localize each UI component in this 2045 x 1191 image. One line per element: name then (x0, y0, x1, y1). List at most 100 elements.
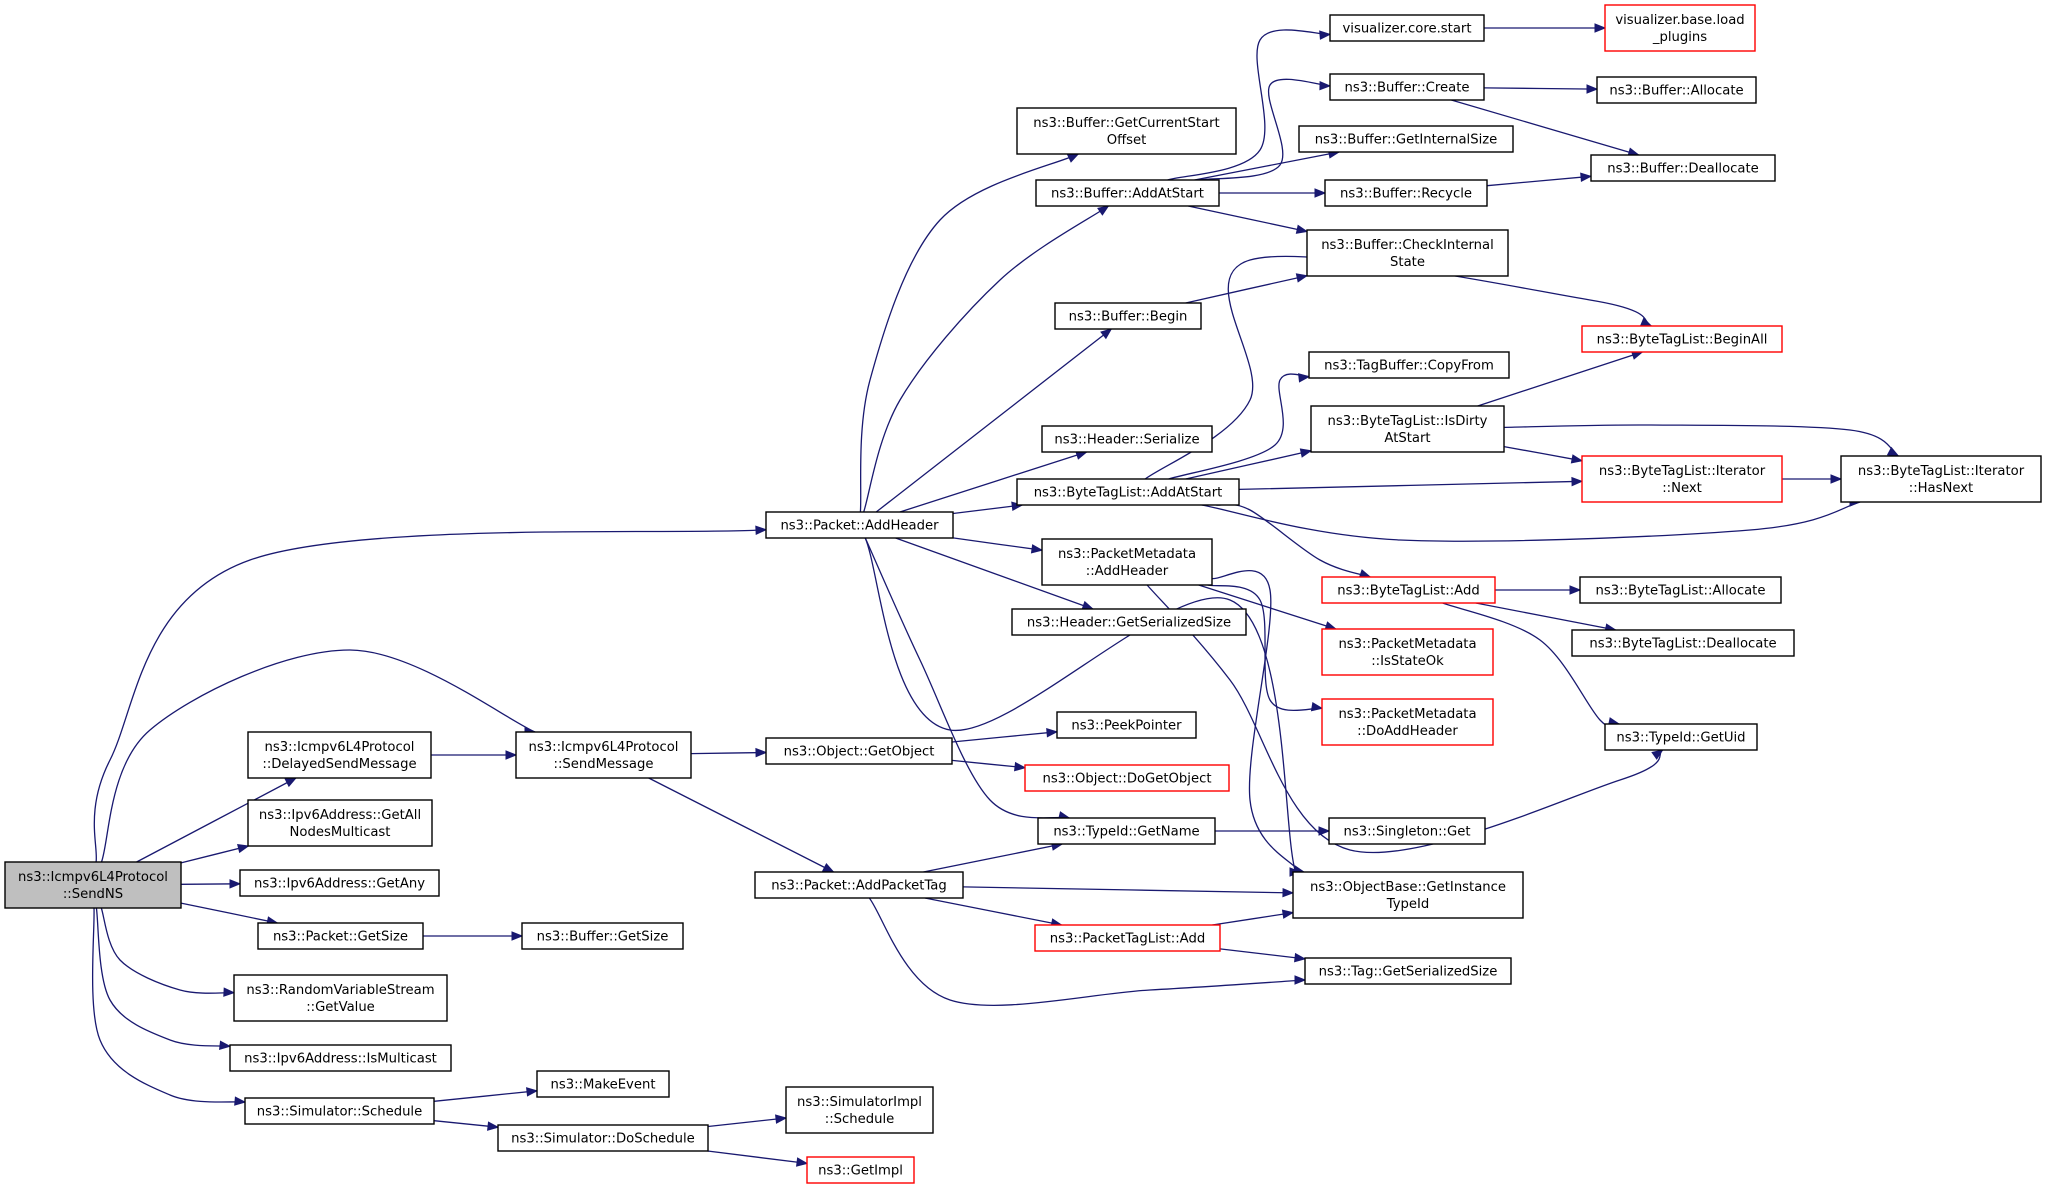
node-box[interactable] (785, 1086, 934, 1134)
node-box[interactable] (1604, 4, 1756, 52)
node-bufgetinternalsize[interactable]: ns3::Buffer::GetInternalSize (1298, 125, 1514, 153)
node-getobject[interactable]: ns3::Object::GetObject (765, 737, 953, 765)
node-bufaddatstart[interactable]: ns3::Buffer::AddAtStart (1035, 179, 1220, 207)
node-box[interactable] (1604, 723, 1758, 751)
node-box[interactable] (239, 869, 440, 897)
node-box[interactable] (515, 731, 692, 779)
node-box[interactable] (1056, 711, 1197, 739)
node-box[interactable] (233, 974, 448, 1022)
node-peekpointer[interactable]: ns3::PeekPointer (1056, 711, 1197, 739)
node-getany[interactable]: ns3::Ipv6Address::GetAny (239, 869, 440, 897)
node-box[interactable] (536, 1070, 670, 1098)
node-box[interactable] (257, 922, 424, 950)
node-simimplschedule[interactable]: ns3::SimulatorImpl::Schedule (785, 1086, 934, 1134)
node-box[interactable] (1328, 817, 1486, 845)
node-bufgetsize[interactable]: ns3::Buffer::GetSize (521, 922, 684, 950)
node-box[interactable] (1590, 154, 1776, 182)
node-simschedule[interactable]: ns3::Simulator::Schedule (244, 1097, 435, 1125)
node-box[interactable] (754, 871, 964, 899)
node-box[interactable] (1024, 764, 1230, 792)
node-box[interactable] (1324, 179, 1488, 207)
node-box[interactable] (1321, 576, 1496, 604)
node-vizcorestart[interactable]: visualizer.core.start (1329, 14, 1485, 42)
node-vizloadplugins[interactable]: visualizer.base.load_plugins (1604, 4, 1756, 52)
node-packettaglistadd[interactable]: ns3::PacketTagList::Add (1034, 924, 1221, 952)
node-box[interactable] (1329, 73, 1485, 101)
node-box[interactable] (1329, 14, 1485, 42)
node-box[interactable] (247, 731, 432, 779)
node-sendns[interactable]: ns3::Icmpv6L4Protocol::SendNS (4, 861, 182, 909)
node-bufallocate[interactable]: ns3::Buffer::Allocate (1596, 76, 1757, 104)
node-box[interactable] (1041, 425, 1213, 453)
node-box[interactable] (521, 922, 684, 950)
node-makeevent[interactable]: ns3::MakeEvent (536, 1070, 670, 1098)
node-btliternext[interactable]: ns3::ByteTagList::Iterator::Next (1581, 455, 1783, 503)
node-box[interactable] (1011, 608, 1247, 636)
node-btladd[interactable]: ns3::ByteTagList::Add (1321, 576, 1496, 604)
node-simdoschedule[interactable]: ns3::Simulator::DoSchedule (497, 1124, 709, 1152)
node-box[interactable] (1037, 817, 1216, 845)
node-getimpl[interactable]: ns3::GetImpl (806, 1156, 915, 1184)
node-box[interactable] (765, 511, 954, 539)
node-box[interactable] (1292, 871, 1524, 919)
node-typeidgetuid[interactable]: ns3::TypeId::GetUid (1604, 723, 1758, 751)
node-singletonget[interactable]: ns3::Singleton::Get (1328, 817, 1486, 845)
node-box[interactable] (1054, 302, 1202, 330)
node-box[interactable] (1016, 478, 1240, 506)
node-box[interactable] (1016, 107, 1237, 155)
node-box[interactable] (497, 1124, 709, 1152)
node-addheader[interactable]: ns3::Packet::AddHeader (765, 511, 954, 539)
node-btladdatstart[interactable]: ns3::ByteTagList::AddAtStart (1016, 478, 1240, 506)
node-addpackettag[interactable]: ns3::Packet::AddPacketTag (754, 871, 964, 899)
node-delayed[interactable]: ns3::Icmpv6L4Protocol::DelayedSendMessag… (247, 731, 432, 779)
node-box[interactable] (806, 1156, 915, 1184)
node-bufrecycle[interactable]: ns3::Buffer::Recycle (1324, 179, 1488, 207)
node-box[interactable] (1596, 76, 1757, 104)
node-pmisstateok[interactable]: ns3::PacketMetadata::IsStateOk (1321, 628, 1494, 676)
node-packetgetsize[interactable]: ns3::Packet::GetSize (257, 922, 424, 950)
node-box[interactable] (1581, 325, 1783, 353)
node-rvsgetvalue[interactable]: ns3::RandomVariableStream::GetValue (233, 974, 448, 1022)
node-sendmessage[interactable]: ns3::Icmpv6L4Protocol::SendMessage (515, 731, 692, 779)
node-box[interactable] (1840, 455, 2042, 503)
node-ismulticast[interactable]: ns3::Ipv6Address::IsMulticast (229, 1044, 452, 1072)
node-box[interactable] (765, 737, 953, 765)
node-box[interactable] (1321, 698, 1494, 746)
node-bufbegin[interactable]: ns3::Buffer::Begin (1054, 302, 1202, 330)
node-typeidgetname[interactable]: ns3::TypeId::GetName (1037, 817, 1216, 845)
node-btldeallocate[interactable]: ns3::ByteTagList::Deallocate (1571, 629, 1795, 657)
node-pmaddheader[interactable]: ns3::PacketMetadata::AddHeader (1041, 538, 1213, 586)
node-box[interactable] (1298, 125, 1514, 153)
node-headergetsersize[interactable]: ns3::Header::GetSerializedSize (1011, 608, 1247, 636)
node-box[interactable] (4, 861, 182, 909)
node-box[interactable] (1571, 629, 1795, 657)
node-bufdeallocate[interactable]: ns3::Buffer::Deallocate (1590, 154, 1776, 182)
node-box[interactable] (247, 799, 433, 847)
node-box[interactable] (229, 1044, 452, 1072)
node-taggetsersize[interactable]: ns3::Tag::GetSerializedSize (1304, 957, 1512, 985)
node-btlbeginall[interactable]: ns3::ByteTagList::BeginAll (1581, 325, 1783, 353)
node-tagbufcopyfrom[interactable]: ns3::TagBuffer::CopyFrom (1308, 351, 1510, 379)
node-box[interactable] (1304, 957, 1512, 985)
node-box[interactable] (1579, 576, 1782, 604)
node-dogetobject[interactable]: ns3::Object::DoGetObject (1024, 764, 1230, 792)
node-box[interactable] (1035, 179, 1220, 207)
node-pmdoaddheader[interactable]: ns3::PacketMetadata::DoAddHeader (1321, 698, 1494, 746)
node-btlallocate[interactable]: ns3::ByteTagList::Allocate (1579, 576, 1782, 604)
node-box[interactable] (1306, 229, 1509, 277)
node-bufcreate[interactable]: ns3::Buffer::Create (1329, 73, 1485, 101)
node-box[interactable] (1041, 538, 1213, 586)
node-box[interactable] (1034, 924, 1221, 952)
node-btliterhasnext[interactable]: ns3::ByteTagList::Iterator::HasNext (1840, 455, 2042, 503)
node-box[interactable] (1581, 455, 1783, 503)
node-headerserialize[interactable]: ns3::Header::Serialize (1041, 425, 1213, 453)
node-box[interactable] (244, 1097, 435, 1125)
node-box[interactable] (1308, 351, 1510, 379)
node-box[interactable] (1321, 628, 1494, 676)
node-box[interactable] (1310, 405, 1505, 453)
